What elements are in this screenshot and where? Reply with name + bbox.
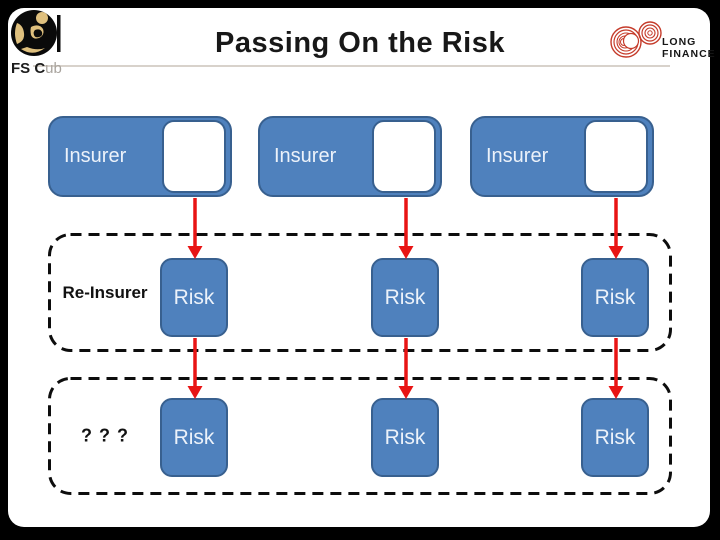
retro-risk-box-1: Risk (160, 398, 228, 477)
risk-label: Risk (594, 285, 636, 309)
risk-label: Risk (384, 425, 426, 449)
risk-label: Risk (384, 285, 426, 309)
reinsurer-label: Re-Insurer (62, 282, 148, 302)
fs-club-wordmark-bold: FS C (11, 60, 46, 77)
long-finance-rings-icon (610, 21, 662, 58)
insurer-risk-slot (372, 120, 436, 193)
unknown-party-group: ? ? ? Risk Risk Risk (48, 377, 672, 495)
dashed-border (48, 377, 672, 495)
reinsurer-risk-box-2: Risk (371, 258, 439, 337)
header-divider (33, 65, 670, 67)
dashed-border (48, 233, 672, 352)
risk-label: Risk (173, 285, 215, 309)
fs-club-wordmark: FS Cub (11, 60, 62, 77)
insurer-risk-slot (584, 120, 648, 193)
risk-label: Risk (594, 425, 636, 449)
insurer-label: Insurer (274, 145, 337, 167)
insurer-label: Insurer (64, 145, 127, 167)
reinsurer-group: Re-Insurer Risk Risk Risk (48, 233, 672, 352)
long-finance-wordmark: LONG FINANCE (662, 36, 716, 60)
insurer-box-1: Insurer (48, 116, 232, 197)
insurer-risk-slot (162, 120, 226, 193)
reinsurer-risk-box-3: Risk (581, 258, 649, 337)
fs-club-logo: FS Cub (11, 9, 83, 77)
insurer-box-3: Insurer (470, 116, 654, 197)
long-finance-word-long: LONG (662, 36, 697, 48)
retro-risk-box-3: Risk (581, 398, 649, 477)
fs-club-wordmark-light: ub (45, 60, 62, 77)
risk-label: Risk (173, 425, 215, 449)
fs-club-globe-cat-icon (11, 10, 61, 56)
long-finance-word-finance: FINANCE (662, 48, 716, 60)
long-finance-logo: LONG FINANCE (600, 16, 715, 68)
insurer-label: Insurer (486, 145, 549, 167)
slide-title: Passing On the Risk (215, 27, 505, 59)
insurer-box-2: Insurer (258, 116, 442, 197)
unknown-party-label: ? ? ? (81, 425, 129, 446)
reinsurer-risk-box-1: Risk (160, 258, 228, 337)
retro-risk-box-2: Risk (371, 398, 439, 477)
